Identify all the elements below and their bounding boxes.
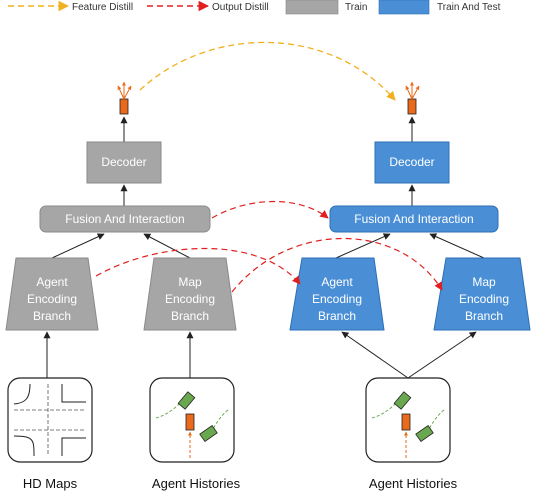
map-encoding-branch-left	[143, 257, 237, 331]
arrow-histories-to-map-branch-right	[407, 331, 477, 379]
legend-train-swatch	[285, 0, 339, 15]
arrow-map-to-fusion-right	[429, 233, 485, 259]
agent-branch-line2-left: Encoding	[27, 292, 77, 306]
map-branch-line1-left: Map	[178, 275, 202, 289]
map-branch-line2-right: Encoding	[459, 292, 509, 306]
arrow-agent-to-fusion-left	[51, 233, 105, 259]
legend-train-test-swatch	[378, 0, 430, 15]
agent-vehicle-icon	[415, 424, 434, 443]
decoder-label-right: Decoder	[389, 155, 434, 169]
agent-encoding-branch-right	[289, 257, 385, 331]
fusion-label-right: Fusion And Interaction	[354, 212, 473, 226]
arrow-map-to-fusion-left	[143, 233, 191, 259]
agent-branch-line1-left: Agent	[36, 275, 68, 289]
map-branch-line3-right: Branch	[465, 309, 503, 323]
legend-train-label: Train	[345, 2, 367, 13]
arrow-histories-to-agent-branch-right	[341, 331, 409, 379]
fusion-box-left	[39, 205, 211, 233]
agent-encoding-branch-left	[5, 257, 99, 331]
legend-output-distill-label: Output Distill	[212, 2, 269, 13]
legend-feature-distill-label: Feature Distill	[72, 2, 133, 13]
feature-distill-arrow-output	[139, 41, 396, 101]
agent-histories-panel-left	[149, 377, 235, 463]
output-distill-arrow-fusion	[211, 200, 329, 219]
output-distill-arrow-agent-branch	[95, 247, 301, 285]
output-trajectory-icon-right	[405, 81, 420, 115]
agent-histories-caption-right: Agent Histories	[369, 476, 458, 491]
teacher-model: Decoder Fusion And Interaction Agent Enc…	[289, 81, 531, 379]
agent-branch-line1-right: Agent	[321, 275, 353, 289]
agent-vehicle-icon	[199, 424, 218, 443]
map-branch-line1-right: Map	[472, 275, 496, 289]
ego-vehicle-icon	[185, 413, 195, 431]
legend: Feature Distill Output Distill Train Tra…	[8, 0, 501, 15]
hd-maps-panel	[7, 377, 93, 463]
output-distill-arrow-map-branch	[231, 238, 443, 293]
fusion-label-left: Fusion And Interaction	[65, 212, 184, 226]
agent-histories-panel-right	[365, 377, 451, 463]
agent-histories-caption-left: Agent Histories	[152, 476, 241, 491]
decoder-box-right	[374, 141, 450, 184]
decoder-box-left	[86, 141, 162, 184]
arrow-agent-to-fusion-right	[335, 233, 391, 259]
agent-branch-line2-right: Encoding	[312, 292, 362, 306]
agent-branch-line3-right: Branch	[318, 309, 356, 323]
student-model: Decoder Fusion And Interaction Agent Enc…	[5, 81, 237, 378]
decoder-label-left: Decoder	[101, 155, 146, 169]
agent-vehicle-icon	[393, 391, 412, 410]
agent-branch-line3-left: Branch	[33, 309, 71, 323]
hd-maps-caption: HD Maps	[23, 476, 78, 491]
fusion-box-right	[329, 205, 499, 233]
output-trajectory-icon-left	[117, 81, 132, 115]
map-branch-line3-left: Branch	[171, 309, 209, 323]
legend-train-test-label: Train And Test	[437, 2, 501, 13]
map-branch-line2-left: Encoding	[165, 292, 215, 306]
map-encoding-branch-right	[433, 257, 531, 331]
agent-vehicle-icon	[177, 391, 196, 410]
ego-vehicle-icon	[401, 413, 411, 431]
